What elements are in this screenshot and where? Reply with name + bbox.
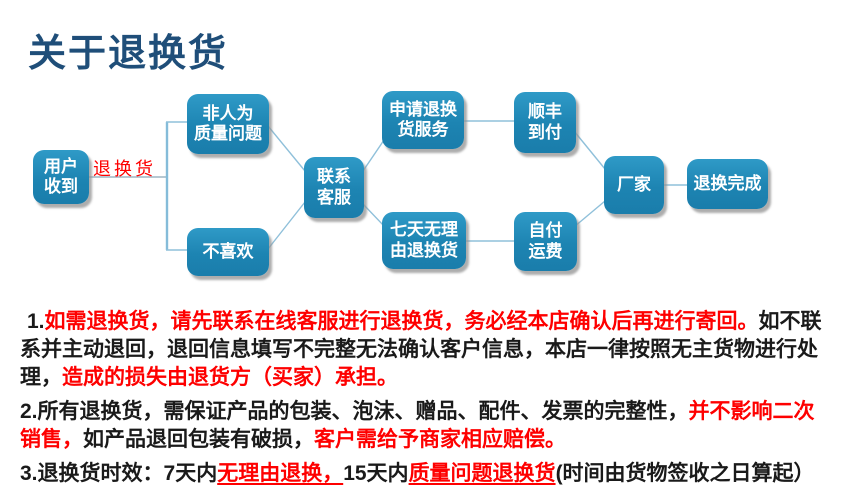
note-3-red-quality-return: 质量问题退换货 — [408, 462, 556, 485]
policy-note-2: 2.所有退换货，需保证产品的包装、泡沫、赠品、配件、发票的完整性，并不影响二次销… — [20, 398, 830, 454]
connector-lines — [88, 120, 688, 251]
flow-node-sf-pay-on-delivery: 顺丰 到付 — [514, 92, 576, 153]
flow-node-non-human-quality: 非人为 质量问题 — [187, 94, 269, 154]
note-1-red-contact-first: 如需退换货，请先联系在线客服进行退换货，务必经本店确认后再进行寄回。 — [44, 310, 759, 333]
flow-node-user-received: 用户 收到 — [33, 150, 89, 204]
policy-notes: 1.如需退换货，请先联系在线客服进行退换货，务必经本店确认后再进行寄回。如不联系… — [20, 308, 830, 494]
note-3-red-no-reason-return: 无理由退换， — [217, 462, 344, 485]
page-title: 关于退换货 — [28, 33, 229, 75]
note-2-black-packaging-integrity: 2.所有退换货，需保证产品的包装、泡沫、赠品、配件、发票的完整性， — [20, 400, 689, 423]
flow-node-apply-return: 申请退换 货服务 — [382, 91, 464, 149]
note-3-black-validity: 3.退换货时效：7天内 — [20, 462, 218, 485]
policy-note-3: 3.退换货时效：7天内无理由退换，15天内质量问题退换货(时间由货物签收之日算起… — [20, 460, 830, 488]
note-3-black-15-days: 15天内 — [343, 462, 409, 485]
flow-node-manufacturer: 厂家 — [604, 156, 664, 214]
note-2-red-resale: 并不影响二次销售， — [20, 400, 815, 451]
flow-edge-label-return: 退换货 — [93, 159, 156, 179]
flow-node-return-complete: 退换完成 — [687, 159, 768, 209]
note-3-black-from-receipt-date: (时间由货物签收之日算起） — [555, 462, 815, 485]
policy-note-1: 1.如需退换货，请先联系在线客服进行退换货，务必经本店确认后再进行寄回。如不联系… — [20, 308, 830, 392]
note-2-red-compensation: 客户需给予商家相应赔偿。 — [314, 428, 566, 451]
flow-node-self-pay-shipping: 自付 运费 — [514, 212, 577, 271]
flow-node-dislike: 不喜欢 — [187, 228, 269, 276]
flow-node-contact-service: 联系 客服 — [304, 157, 364, 218]
note-1-number: 1. — [27, 310, 45, 333]
note-2-black-damaged-packaging: 如产品退回包装有破损， — [83, 428, 314, 451]
note-1-black-unclaimed-goods: 如不联系并主动退回，退回信息填写不完整无法确认客户信息，本店一律按照无主货物进行… — [20, 310, 822, 389]
note-1-red-buyer-bears-loss: 造成的损失由退货方（买家）承担。 — [62, 366, 398, 389]
flow-node-seven-day-no-reason: 七天无理 由退换货 — [382, 212, 466, 269]
